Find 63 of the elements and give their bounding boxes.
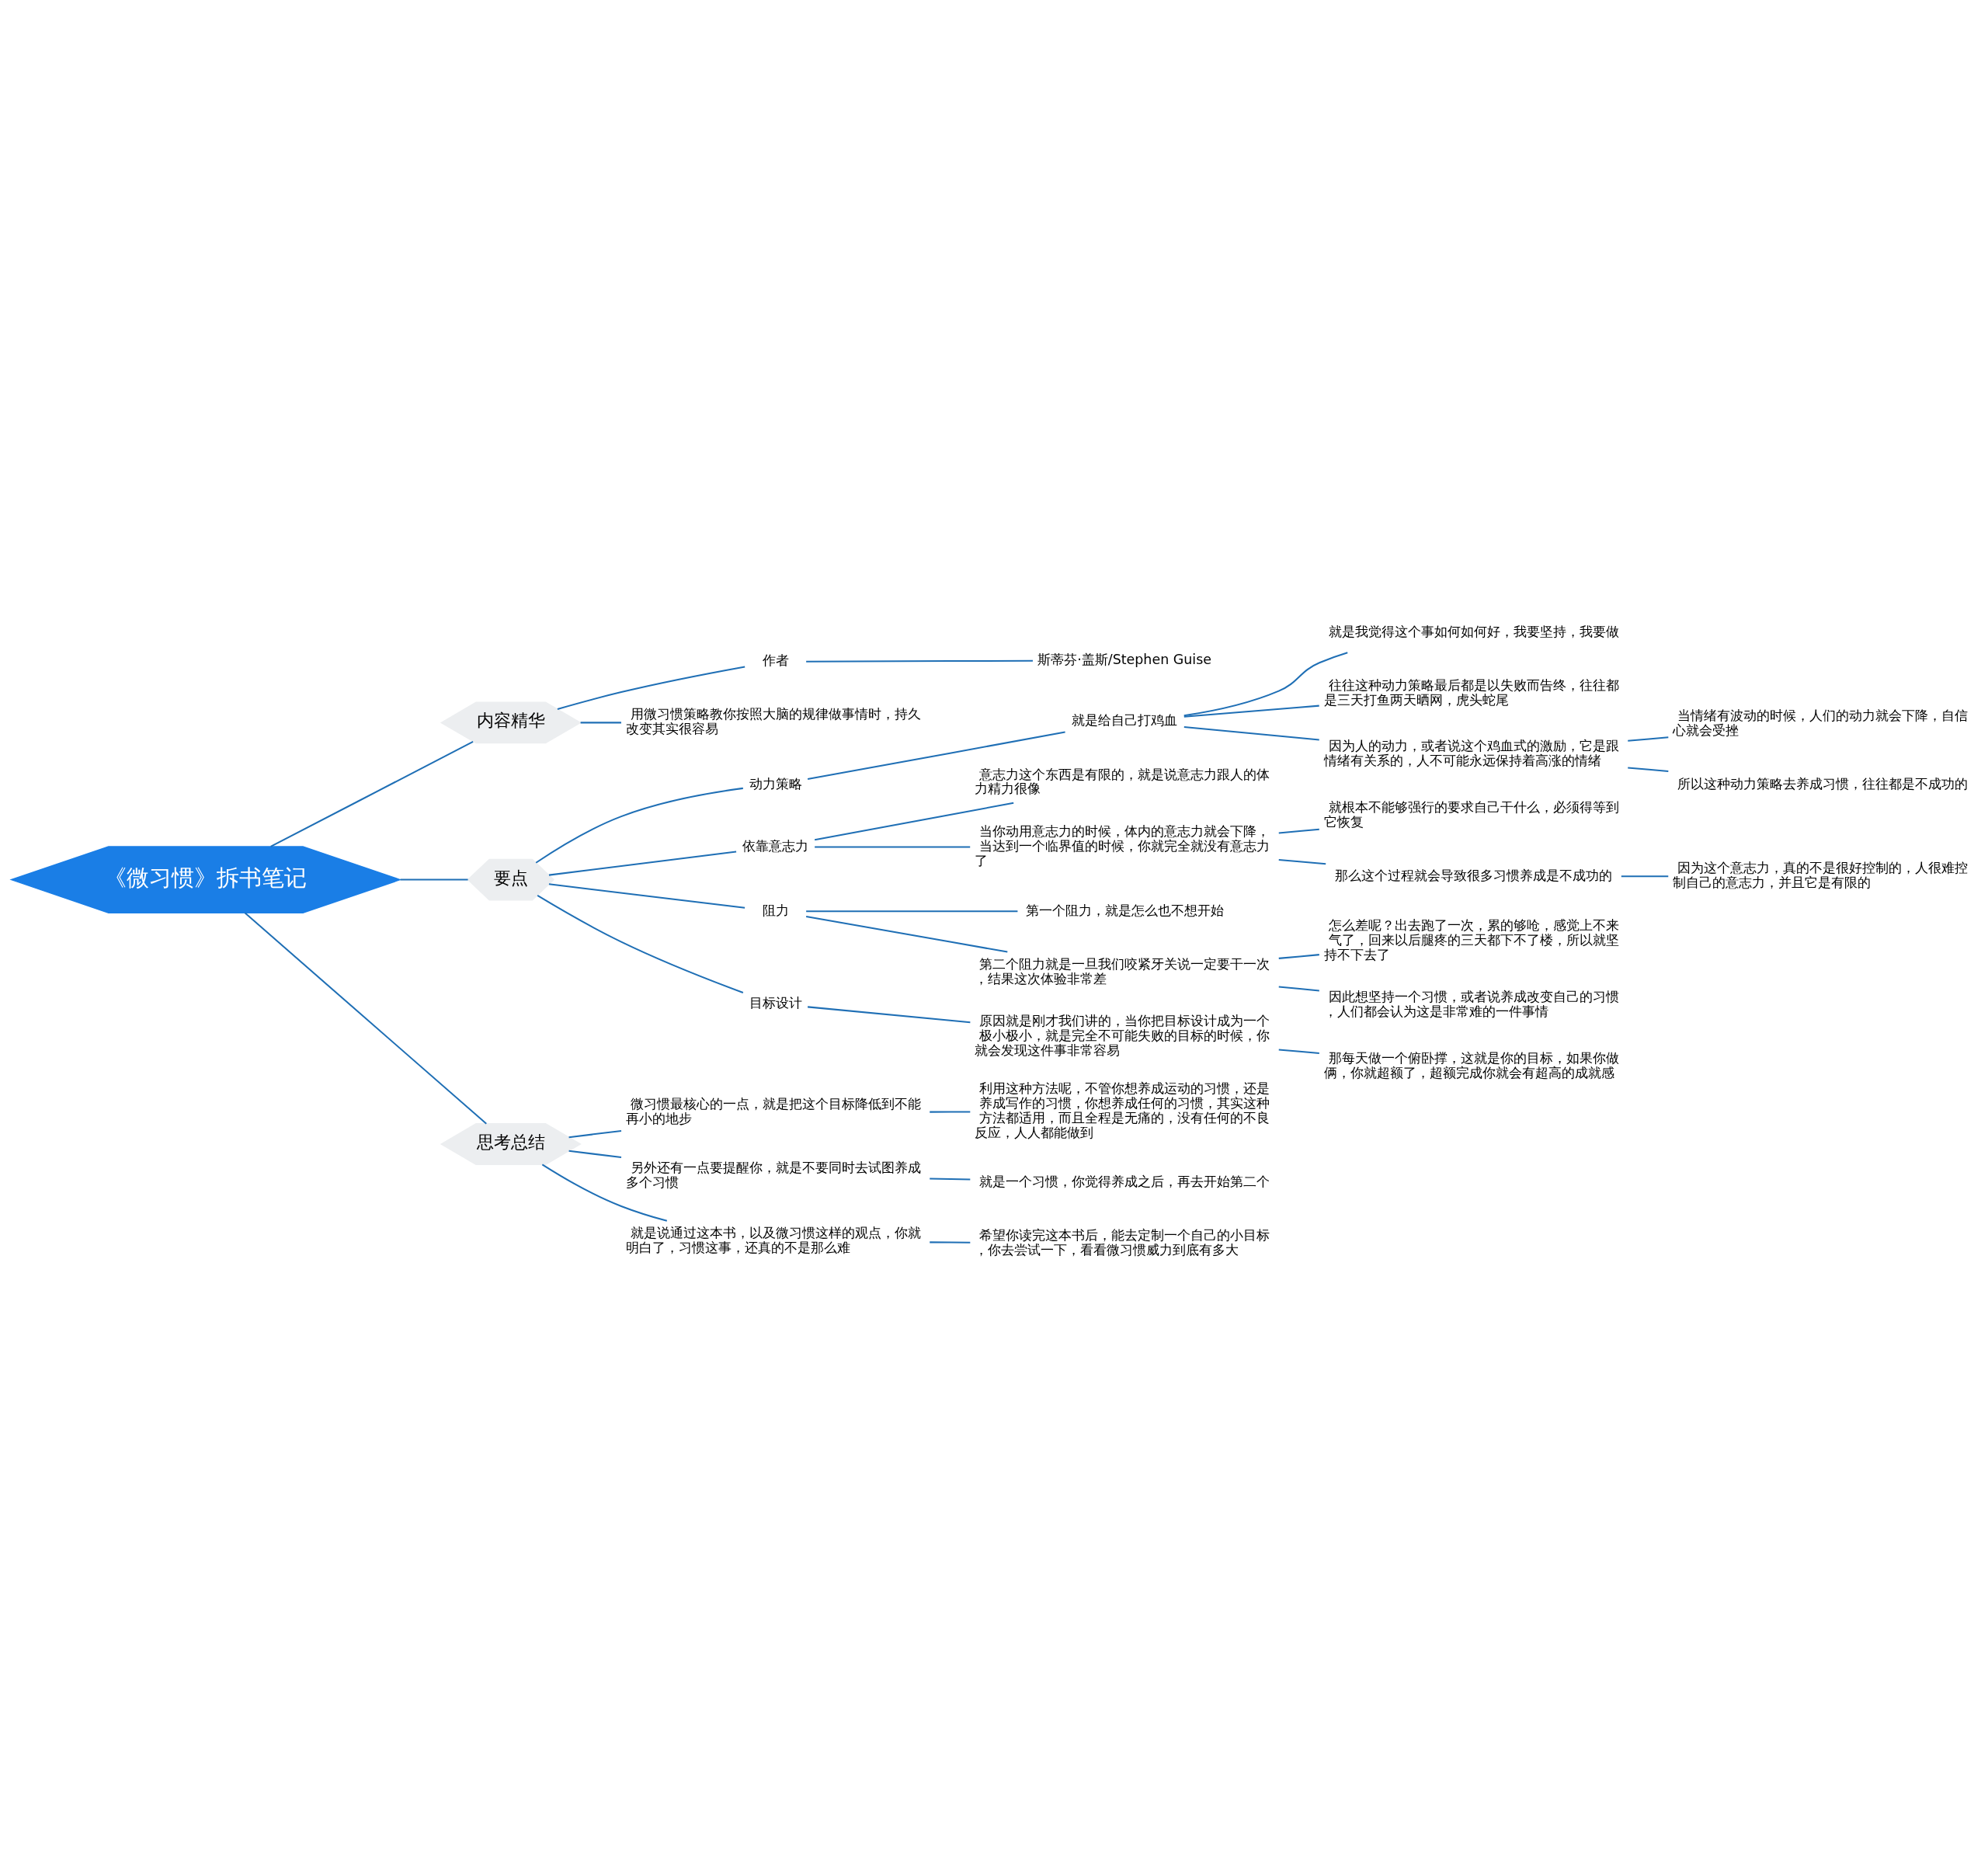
connector	[1183, 651, 1348, 716]
connector	[1278, 953, 1319, 959]
connector	[1278, 1048, 1319, 1054]
node-text: 阻力	[762, 902, 789, 918]
connector	[930, 1178, 971, 1181]
connector	[568, 1129, 622, 1138]
connector	[814, 802, 1014, 840]
node-text: 当你动用意志力的时候，体内的意志力就会下降，当达到一个临界值的时候，你就完全就没有意志力了	[975, 823, 1270, 868]
connector	[805, 915, 1008, 953]
connector	[930, 1110, 971, 1113]
connector	[806, 910, 1018, 912]
node-text: 原因就是刚才我们讲的，当你把目标设计成为一个极小极小，就是完全不可能失败的目标的时候，你就会发现这件事非常容易	[975, 1012, 1270, 1058]
node-text: 就是说通过这本书，以及微习惯这样的观点，你就明白了，习惯这事，还真的不是那么难	[625, 1224, 921, 1255]
node-text: 微习惯最核心的一点，就是把这个目标降低到不能再小的地步	[625, 1095, 921, 1126]
connector	[806, 659, 1033, 663]
connector	[400, 878, 468, 881]
node-text: 意志力这个东西是有限的，就是说意志力跟人的体力精力很像	[975, 766, 1270, 796]
connector	[1278, 985, 1319, 991]
connector	[1628, 766, 1669, 772]
connector	[1183, 704, 1319, 718]
connector	[537, 894, 744, 993]
node-text: 作者	[762, 652, 789, 668]
connector	[1278, 828, 1319, 833]
connector	[548, 882, 746, 909]
connector	[568, 1150, 622, 1158]
node-text: 那么这个过程就会导致很多习惯养成是不成功的	[1335, 867, 1613, 883]
connector	[1621, 875, 1669, 877]
node-text: 怎么差呢？出去跑了一次，累的够呛，感觉上不来气了，回来以后腿疼的三天都下不了楼，所以就坚持不下去了	[1323, 917, 1619, 962]
node-text: 因此想坚持一个习惯，或者说养成改变自己的习惯，人们都会认为这是非常难的一件事情	[1323, 988, 1619, 1019]
node-text: 第一个阻力，就是怎么也不想开始	[1025, 902, 1224, 918]
node-text: 第二个阻力就是一旦我们咬紧牙关说一定要干一次，结果这次体验非常差	[975, 955, 1270, 986]
connector	[808, 1005, 971, 1023]
node-text: 希望你读完这本书后，能去定制一个自己的小目标，你去尝试一下，看看微习惯威力到底有多大	[975, 1226, 1270, 1258]
node-text: 就是一个习惯，你觉得养成之后，再去开始第二个	[979, 1173, 1270, 1189]
node-text: 就根本不能够强行的要求自己干什么，必须得等到它恢复	[1323, 798, 1619, 830]
node-text: 那每天做一个俯卧撑，这就是你的目标，如果你做俩，你就超额了，超额完成你就会有超高的成就感	[1323, 1049, 1619, 1080]
node-text: 利用这种方法呢，不管你想养成运动的习惯，还是养成写作的习惯，你想养成任何的习惯，其实这种方法都适用，而且全程是无痛的，没有任何的不良反应，人人都能做到	[975, 1080, 1270, 1140]
connector	[1628, 736, 1669, 742]
node-text: 往往这种动力策略最后都是以失败而告终，往往都是三天打鱼两天晒网，虎头蛇尾	[1323, 677, 1619, 708]
node-text: 就是给自己打鸡血	[1072, 711, 1178, 728]
node-text: 用微习惯策略教你按照大脑的规律做事情时，持久改变其实很容易	[625, 705, 921, 736]
connector	[815, 845, 971, 847]
node-text: 另外还有一点要提醒你，就是不要同时去试图养成多个习惯	[625, 1159, 921, 1190]
connector	[1278, 858, 1326, 864]
connector	[535, 787, 743, 864]
node-text: 因为人的动力，或者说这个鸡血式的激励，它是跟情绪有关系的，人不可能永远保持着高涨的情绪	[1323, 737, 1619, 768]
connector	[541, 1163, 668, 1222]
node-text: 斯蒂芬·盖斯/Stephen Guise	[1037, 651, 1211, 667]
connector	[930, 1240, 971, 1244]
node-text: 当情绪有波动的时候，人们的动力就会下降，自信心就会受挫	[1673, 707, 1969, 738]
node-text: 目标设计	[749, 994, 802, 1011]
connector	[1183, 725, 1319, 740]
connector	[580, 721, 621, 723]
connector	[807, 731, 1065, 780]
connector	[244, 912, 487, 1124]
node-text: 动力策略	[749, 775, 802, 791]
node-text: 就是我觉得这个事如何如何好，我要坚持，我要做	[1328, 623, 1619, 639]
node-text: 所以这种动力策略去养成习惯，往往都是不成功的	[1677, 775, 1969, 791]
node-text: 因为这个意志力，真的不是很好控制的，人很难控制自己的意志力，并且它是有限的	[1673, 859, 1969, 890]
connector	[548, 851, 737, 876]
node-text: 依靠意志力	[742, 837, 809, 854]
connector	[557, 666, 746, 710]
connector	[270, 740, 474, 847]
